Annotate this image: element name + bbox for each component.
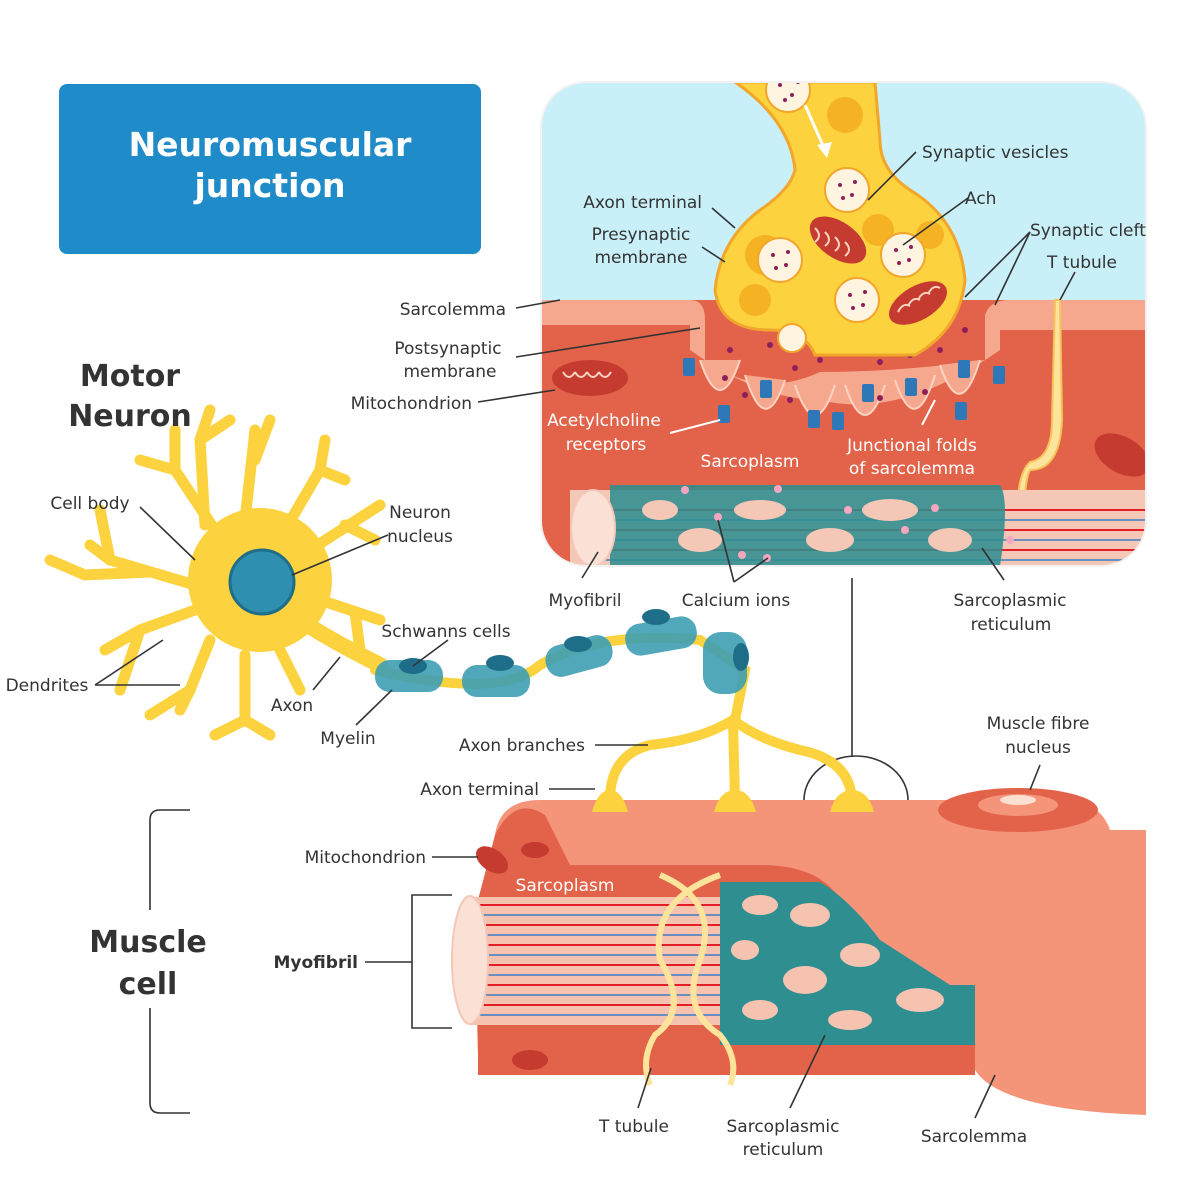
label-synaptic-cleft: Synaptic cleft bbox=[1030, 221, 1146, 241]
terminal-mitochondria bbox=[809, 216, 947, 325]
label-ach: Ach bbox=[965, 189, 996, 209]
label-neuron-nucleus-2: nucleus bbox=[387, 527, 453, 547]
label-calcium-ions: Calcium ions bbox=[682, 591, 791, 611]
synapse-inset bbox=[541, 82, 1146, 566]
label-ach-receptors-2: receptors bbox=[566, 435, 647, 455]
title-banner: Neuromuscular junction bbox=[59, 84, 481, 254]
calcium-ions-inset bbox=[681, 485, 1014, 562]
axon-branches bbox=[605, 715, 857, 805]
myelin-sheath bbox=[375, 616, 747, 697]
label-myofibril-top: Myofibril bbox=[548, 591, 621, 611]
fusing-vesicle bbox=[777, 323, 807, 353]
label-sarcoplasm-bottom: Sarcoplasm bbox=[516, 876, 615, 896]
muscle-cell bbox=[451, 788, 1146, 1115]
synaptic-vesicle-group bbox=[757, 82, 926, 323]
label-t-tubule-bottom: T tubule bbox=[598, 1117, 669, 1137]
label-presynaptic-2: membrane bbox=[594, 248, 687, 268]
muscle-mitochondria-inset bbox=[552, 360, 1146, 477]
label-sarcolemma-bottom: Sarcolemma bbox=[921, 1127, 1027, 1147]
axon-terminal-bulb bbox=[713, 82, 967, 357]
label-t-tubule-top: T tubule bbox=[1046, 253, 1117, 273]
text-labels: Motor Neuron Muscle cell Synaptic vesicl… bbox=[6, 143, 1147, 1160]
label-postsynaptic-1: Postsynaptic bbox=[394, 339, 501, 359]
label-schwanns-cells: Schwanns cells bbox=[381, 622, 510, 642]
label-cell-body: Cell body bbox=[50, 494, 129, 514]
axon-terminal-feet bbox=[592, 790, 874, 812]
label-muscle-fibre-nucleus-2: nucleus bbox=[1005, 738, 1071, 758]
label-sarco-reticulum-top-2: reticulum bbox=[971, 615, 1052, 635]
label-sarco-reticulum-top-1: Sarcoplasmic bbox=[954, 591, 1067, 611]
label-muscle-fibre-nucleus-1: Muscle fibre bbox=[987, 714, 1090, 734]
label-synaptic-vesicles: Synaptic vesicles bbox=[922, 143, 1069, 163]
myofibril-bundle bbox=[470, 897, 720, 1025]
label-mitochondrion-top: Mitochondrion bbox=[351, 394, 472, 414]
label-neuron-nucleus-1: Neuron bbox=[389, 503, 451, 523]
label-junctional-folds-2: of sarcolemma bbox=[849, 459, 975, 479]
label-sarco-reticulum-bottom-1: Sarcoplasmic bbox=[727, 1117, 840, 1137]
label-axon: Axon bbox=[271, 696, 313, 716]
heading-muscle: Muscle bbox=[89, 925, 206, 960]
label-junctional-folds-1: Junctional folds bbox=[846, 436, 977, 456]
neuron-nucleus bbox=[228, 548, 296, 616]
muscle-mitochondria bbox=[475, 842, 549, 1070]
release-arrow bbox=[803, 104, 827, 151]
label-sarcoplasm-top: Sarcoplasm bbox=[701, 452, 800, 472]
t-tubules bbox=[643, 872, 737, 1087]
label-sarcolemma-top: Sarcolemma bbox=[400, 300, 506, 320]
diagram-title: Neuromuscular junction bbox=[128, 125, 412, 205]
label-myofibril-bottom: Myofibril bbox=[274, 953, 359, 973]
sarcoplasmic-reticulum-inset bbox=[610, 485, 1005, 566]
label-axon-branches: Axon branches bbox=[459, 736, 585, 756]
leader-lines bbox=[94, 151, 1076, 1119]
label-postsynaptic-2: membrane bbox=[403, 362, 496, 382]
heading-neuron: Neuron bbox=[68, 399, 192, 434]
motor-neuron bbox=[44, 404, 857, 805]
label-ach-receptors-1: Acetylcholine bbox=[547, 411, 661, 431]
heading-cell: cell bbox=[119, 967, 178, 1002]
label-presynaptic-1: Presynaptic bbox=[592, 225, 691, 245]
label-sarco-reticulum-bottom-2: reticulum bbox=[743, 1140, 824, 1160]
label-axon-terminal-bottom: Axon terminal bbox=[420, 780, 539, 800]
label-axon-terminal-top: Axon terminal bbox=[583, 193, 702, 213]
label-myelin: Myelin bbox=[320, 729, 375, 749]
label-dendrites: Dendrites bbox=[6, 676, 89, 696]
acetylcholine-receptors bbox=[683, 358, 1005, 430]
heading-motor: Motor bbox=[80, 359, 180, 394]
label-mitochondrion-bottom: Mitochondrion bbox=[305, 848, 426, 868]
